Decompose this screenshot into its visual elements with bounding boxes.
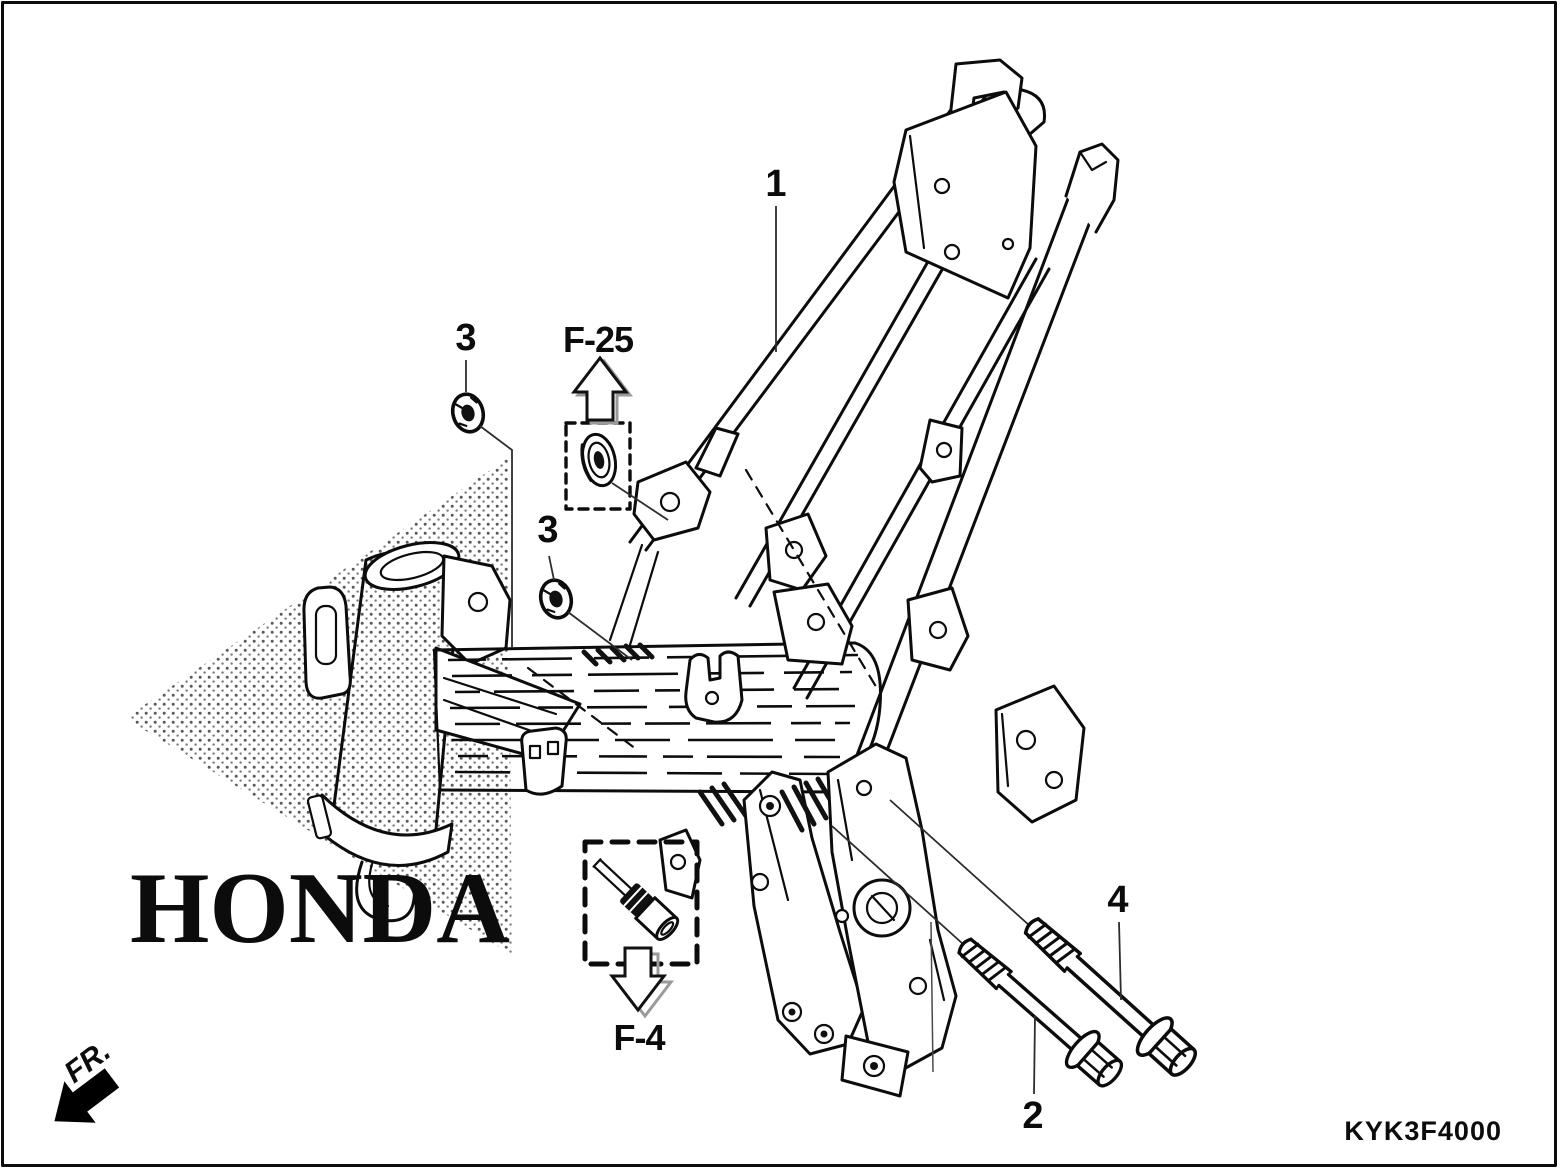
bolt-axis-lines — [831, 799, 1031, 945]
doc-code: KYK3F4000 — [1344, 1116, 1502, 1146]
frame-drawing — [302, 58, 1120, 1098]
part-callout-4[interactable]: 4 — [1107, 879, 1128, 921]
bolt-part-2 — [946, 925, 1132, 1097]
ref-detail-f4 — [582, 839, 700, 1018]
part-callout-2[interactable]: 2 — [1022, 1095, 1043, 1137]
part-callout-1[interactable]: 1 — [765, 163, 786, 205]
ref-detail-f25 — [564, 356, 669, 521]
ref-label-f25[interactable]: F-25 — [563, 319, 635, 360]
fr-direction-arrow-icon — [54, 1068, 120, 1123]
nut-part-3-lower — [534, 574, 578, 624]
part-callout-3-lower[interactable]: 3 — [537, 509, 558, 551]
honda-watermark: HONDA — [130, 852, 510, 965]
ref-label-f4[interactable]: F-4 — [614, 1017, 667, 1058]
dashed-detail-box-f4 — [582, 839, 700, 967]
part-callout-3-upper[interactable]: 3 — [455, 317, 476, 359]
nut-part-3-upper — [446, 388, 490, 438]
callout-leader-lines — [465, 206, 1122, 1095]
fr-direction-indicator: FR. — [54, 1034, 120, 1123]
